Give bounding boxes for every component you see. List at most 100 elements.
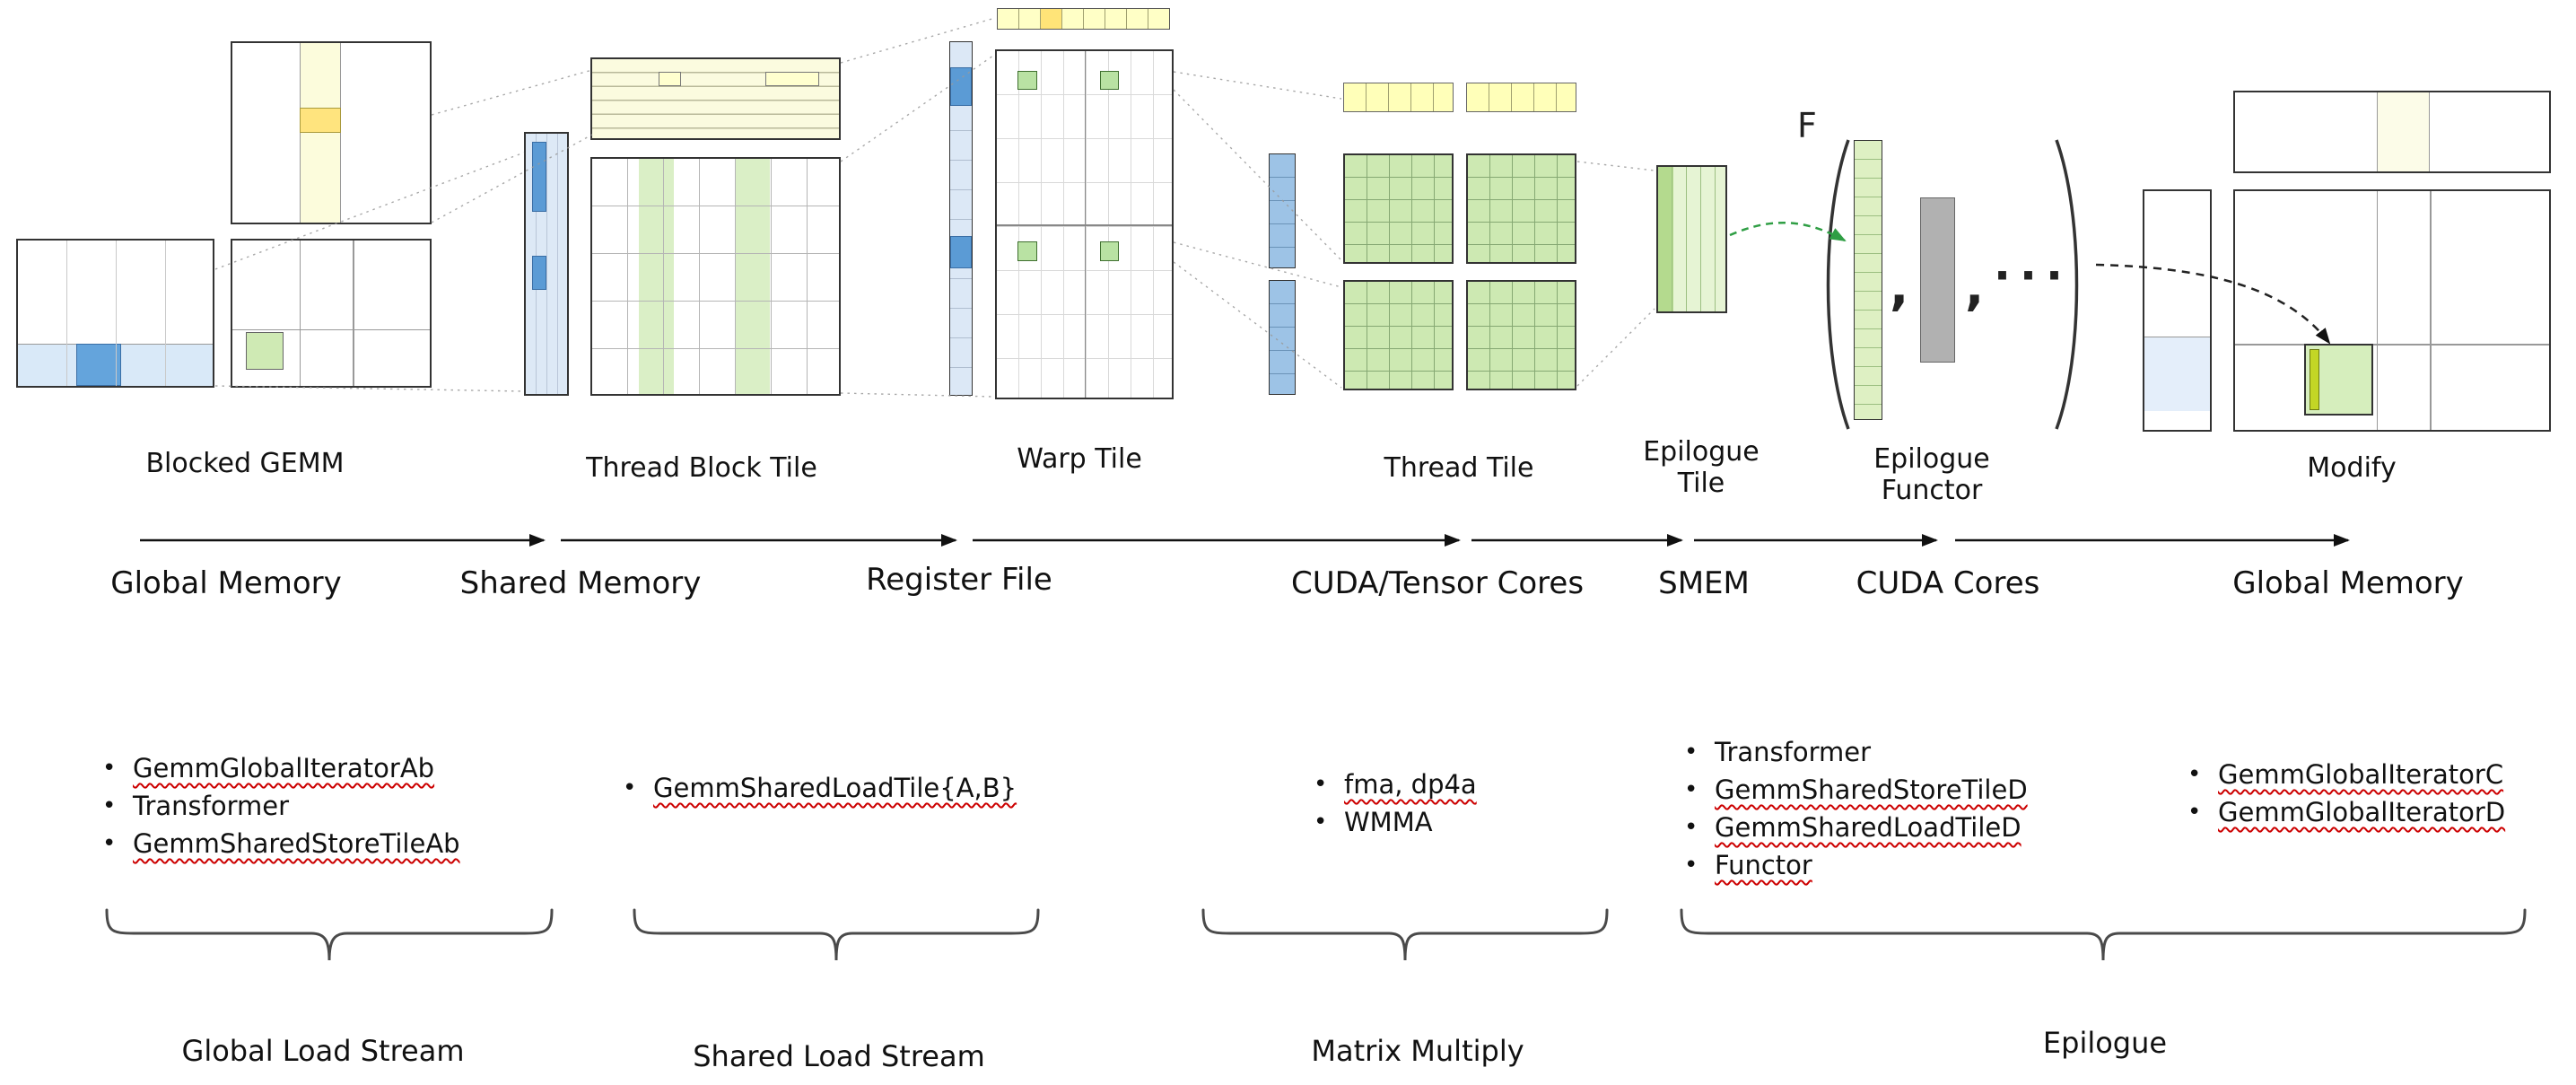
epilogue-functor-label-line2: Functor	[1881, 474, 1983, 506]
b-tile-highlight-cell	[299, 108, 341, 133]
thread-b-strip-1	[1343, 83, 1454, 112]
thread-accum-grid-1	[1343, 153, 1454, 264]
dotted-link	[431, 69, 593, 116]
modify-hline	[2235, 344, 2549, 346]
underbraces	[105, 908, 2527, 961]
list-item: •fma, dp4a	[1314, 766, 1477, 803]
warp-a-fragment-strip	[949, 41, 973, 396]
class-name: Functor	[1715, 850, 1812, 880]
c-tile-hline	[232, 328, 430, 331]
b-strip-cell-1	[659, 72, 681, 86]
class-name: GemmGlobalIteratorAb	[133, 753, 435, 783]
list-item: • Transformer	[102, 787, 460, 825]
warp-quadrant-hline	[997, 224, 1172, 226]
class-name: WMMA	[1344, 807, 1433, 837]
group-global-load-stream: Global Load Stream	[181, 1034, 465, 1068]
bullet-icon: •	[623, 774, 637, 801]
thread-accum-grid-3	[1343, 280, 1454, 390]
warp-tile-grid	[995, 49, 1174, 399]
modify-top-band	[2376, 92, 2430, 171]
list-item: • Transformer	[1684, 733, 2028, 771]
thread-block-tile-grid	[590, 157, 841, 396]
modify-left-band	[2144, 337, 2210, 411]
bullet-icon: •	[2187, 761, 2202, 788]
group-epilogue: Epilogue	[2042, 1026, 2168, 1060]
group-shared-load-stream: Shared Load Stream	[693, 1039, 985, 1073]
epilogue-tile-label-line2: Tile	[1677, 467, 1725, 499]
paren-left	[1826, 139, 1850, 430]
class-name: GemmSharedStoreTileAb	[133, 828, 460, 859]
group-matrix-multiply: Matrix Multiply	[1311, 1034, 1524, 1068]
list-item: • GemmGlobalIteratorD	[2187, 793, 2505, 831]
thread-block-tile-label: Thread Block Tile	[586, 452, 817, 484]
epilogue-global-list: • GemmGlobalIteratorC • GemmGlobalIterator…	[2187, 756, 2505, 831]
bullet-icon: •	[1684, 776, 1698, 803]
dotted-link	[1173, 261, 1342, 389]
modify-vline-1	[2376, 191, 2378, 430]
class-name: GemmSharedLoadTile{A,B}	[653, 773, 1017, 803]
stage-shared-memory: Shared Memory	[459, 565, 702, 601]
dotted-link	[1576, 161, 1655, 171]
class-name: Transformer	[133, 791, 290, 821]
blocked-gemm-c-tile	[231, 239, 432, 388]
thread-accum-grid-4	[1466, 280, 1576, 390]
underbrace-epilogue	[1680, 908, 2527, 961]
list-item: • GemmGlobalIteratorAb	[102, 749, 460, 787]
functor-f-symbol: F	[1797, 106, 1817, 145]
stage-global-memory-2: Global Memory	[2232, 565, 2464, 601]
stage-cuda-cores: CUDA Cores	[1856, 565, 2040, 601]
dotted-link	[1173, 241, 1342, 288]
bullet-icon: •	[1314, 809, 1328, 836]
thread-b-strip-2	[1466, 83, 1576, 112]
smem-strip-fragment-2	[532, 256, 546, 290]
list-item: •GemmSharedLoadTileD	[1684, 809, 2028, 846]
epilogue-tile	[1656, 165, 1727, 313]
a-tile-gridlines	[18, 241, 213, 386]
modify-vline-2	[2430, 191, 2432, 430]
b-tile-column-band	[299, 43, 341, 223]
class-name: GemmSharedStoreTileD	[1715, 774, 2028, 805]
bullet-icon: •	[1684, 739, 1698, 766]
epilogue-tile-arrow	[1729, 221, 1847, 242]
class-name: Transformer	[1715, 737, 1872, 767]
blocked-gemm-label: Blocked GEMM	[145, 448, 345, 479]
modify-top-tile	[2233, 91, 2551, 173]
class-name: GemmGlobalIteratorC	[2218, 759, 2504, 790]
stage-global-memory-1: Global Memory	[110, 565, 342, 601]
dotted-link	[1173, 71, 1342, 100]
epilogue-functor-label: Epilogue Functor	[1820, 443, 2044, 506]
bullet-icon: •	[102, 830, 117, 857]
list-item: • WMMA	[1314, 803, 1477, 841]
warp-tile-label: Warp Tile	[1017, 443, 1142, 475]
thread-block-tile-b-strip	[590, 57, 841, 140]
functor-comma-1: ,	[1890, 258, 1909, 317]
thread-a-strip-1	[1269, 153, 1296, 268]
stage-register-file: Register File	[866, 562, 1052, 598]
modify-green-cell	[2304, 344, 2373, 416]
b-strip-cell-2	[764, 72, 819, 86]
warp-b-strip-gridlines	[998, 9, 1169, 29]
class-name: GemmGlobalIteratorD	[2218, 797, 2506, 827]
c-tile-vline2	[353, 241, 354, 386]
thread-accum-grid-2	[1466, 153, 1576, 264]
bullet-icon: •	[102, 792, 117, 819]
class-name: fma, dp4a	[1344, 769, 1477, 800]
modify-label: Modify	[2307, 452, 2397, 484]
underbrace-global-load	[105, 908, 554, 961]
bullet-icon: •	[2187, 799, 2202, 826]
functor-ellipsis: ···	[1994, 249, 2072, 302]
functor-fragment-green	[1854, 140, 1882, 420]
epilogue-tile-label: Epilogue Tile	[1589, 436, 1813, 499]
epilogue-tile-gridlines	[1658, 167, 1725, 311]
shared-load-stream-list: • GemmSharedLoadTile{A,B}	[623, 769, 1017, 807]
list-item: • GemmSharedStoreTileD	[1684, 771, 2028, 809]
bullet-icon: •	[102, 755, 117, 782]
list-item: • GemmSharedLoadTile{A,B}	[623, 769, 1017, 807]
thread-tile-label: Thread Tile	[1384, 452, 1534, 484]
dotted-link	[1173, 89, 1342, 261]
bullet-icon: •	[1684, 814, 1698, 841]
bullet-icon: •	[1684, 852, 1698, 879]
functor-fragment-gray	[1920, 197, 1955, 363]
blocked-gemm-b-tile	[231, 41, 432, 224]
